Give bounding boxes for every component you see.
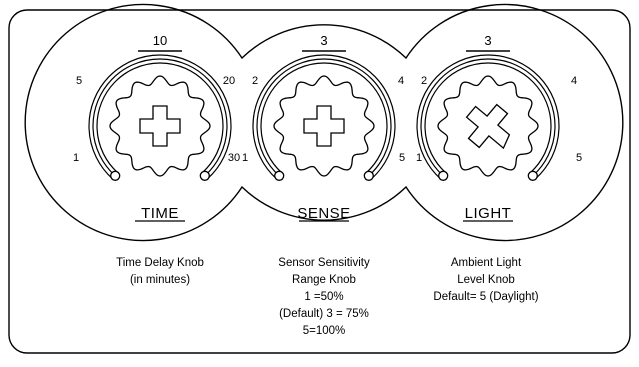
knob-end-stop (199, 170, 210, 181)
knob-scale-arc (88, 54, 232, 180)
knob-description-line: 1 =50% (304, 291, 343, 303)
x-marker-icon (465, 103, 511, 150)
panel-frame (8, 9, 631, 354)
scale-label-min: 1 (416, 152, 422, 164)
knob-scale-arc (96, 62, 224, 174)
scale-label-top: 10 (153, 33, 167, 48)
knob-light[interactable] (416, 50, 560, 181)
knob-description-line: Ambient Light (451, 257, 522, 269)
knob-title-sense: SENSE (297, 205, 350, 222)
knob-end-stop (274, 170, 285, 181)
knob-housing-outline (24, 3, 624, 242)
knob-end-stop (110, 170, 121, 181)
knob-scale-arc (252, 54, 396, 180)
knob-sense[interactable] (252, 50, 396, 181)
knob-end-stop (363, 170, 374, 181)
scale-label-left: 2 (421, 75, 427, 87)
knob-description-line: Sensor Sensitivity (278, 257, 370, 269)
knob-title-time: TIME (141, 205, 179, 222)
scale-label-top: 3 (320, 33, 327, 48)
knob-title-light: LIGHT (465, 205, 512, 222)
scale-label-right: 4 (571, 75, 577, 87)
scale-label-min: 1 (73, 152, 79, 164)
knob-scale-arc (260, 62, 388, 174)
knob-scale-arc (256, 58, 392, 177)
knob-description-line: Range Knob (292, 274, 356, 286)
scale-label-left: 5 (76, 75, 82, 87)
scale-label-left: 2 (252, 75, 258, 87)
scale-label-min: 1 (242, 152, 248, 164)
knob-description-line: Default= 5 (Daylight) (433, 291, 538, 303)
scale-label-max: 5 (399, 152, 405, 164)
knob-end-stop (438, 170, 449, 181)
knob-scale-arc (92, 58, 228, 177)
knob-end-stop (527, 170, 538, 181)
knob-description-line: Time Delay Knob (116, 257, 204, 269)
knob-scale-arc (420, 58, 556, 177)
knob-time[interactable] (88, 50, 232, 181)
knob-description-line: Level Knob (457, 274, 515, 286)
scale-label-right: 4 (398, 75, 404, 87)
plus-marker-icon (303, 105, 345, 147)
knob-scale-arc (416, 54, 560, 180)
knob-description-line: 5=100% (303, 325, 346, 337)
knob-description-line: (in minutes) (130, 274, 190, 286)
scale-label-max: 5 (576, 152, 582, 164)
plus-marker-icon (139, 105, 181, 147)
knob-description-line: (Default) 3 = 75% (279, 308, 369, 320)
scale-label-top: 3 (484, 33, 491, 48)
scale-label-right: 20 (223, 75, 235, 87)
knob-scale-arc (424, 62, 552, 174)
scale-label-max: 30 (228, 152, 240, 164)
